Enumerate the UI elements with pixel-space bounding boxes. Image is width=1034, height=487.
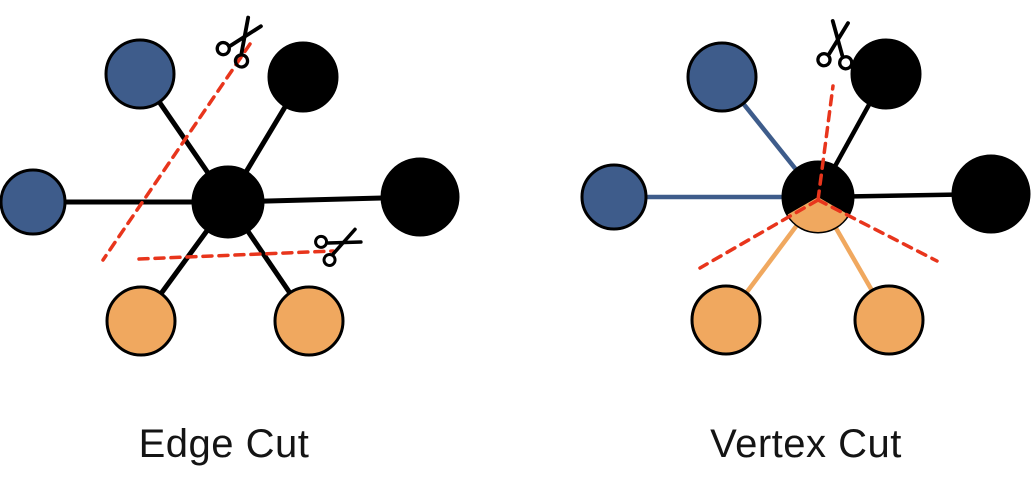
center-node <box>191 165 265 239</box>
cut-line <box>137 249 335 261</box>
graph-node <box>380 157 460 237</box>
scissors-icon <box>816 19 854 71</box>
graph-node <box>273 285 345 357</box>
graph-node <box>104 38 176 110</box>
scissors-icon <box>215 15 263 69</box>
cut-line <box>816 198 939 263</box>
cut-line <box>816 84 835 202</box>
vertex-cut-diagram: Vertex Cut <box>580 19 1031 466</box>
graph-node <box>686 41 758 113</box>
graph-node <box>267 41 339 113</box>
scissors-icon <box>314 227 363 267</box>
graph-node <box>853 284 925 356</box>
edge-cut-label: Edge Cut <box>139 422 310 466</box>
edge-cut-diagram: Edge Cut <box>0 15 460 466</box>
cut-line <box>698 198 820 270</box>
graph-node <box>850 38 922 110</box>
center-node-wedge <box>787 197 849 233</box>
graph-node <box>0 168 67 236</box>
graph-node <box>690 284 762 356</box>
vertex-cut-label: Vertex Cut <box>710 422 902 466</box>
graph-node <box>951 154 1031 234</box>
graph-node <box>105 285 177 357</box>
cut-line <box>101 42 252 262</box>
graph-node <box>580 163 648 231</box>
